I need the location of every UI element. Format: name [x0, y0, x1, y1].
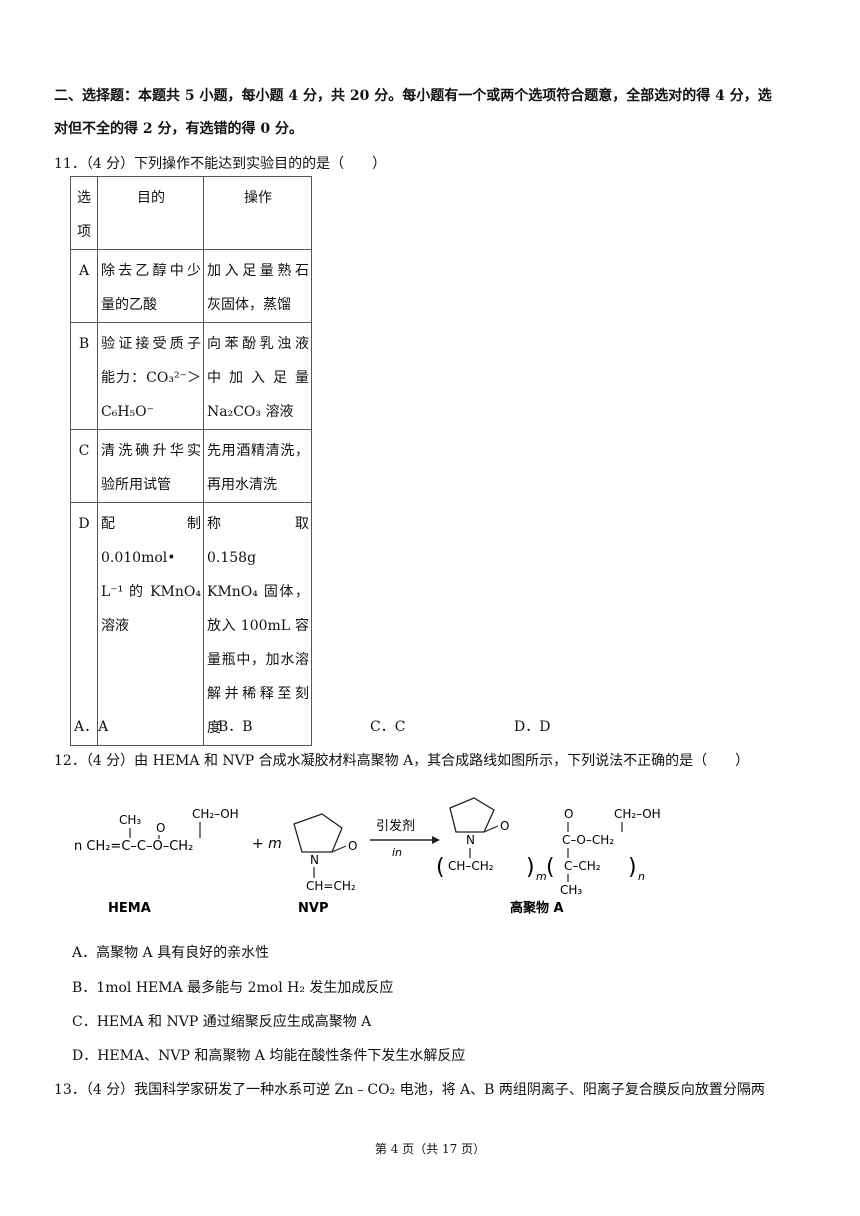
row-purpose: 配制 0.010mol• L⁻¹ 的 KMnO₄ 溶液: [97, 502, 204, 746]
table-row: C 清洗碘升华实 验所用试管 先用酒精清洗， 再用水清洗: [70, 429, 312, 503]
nvp-nitrogen: N: [310, 853, 319, 867]
hema-methyl: CH₃: [119, 813, 141, 827]
cell-line: 配制 0.010mol•: [101, 516, 201, 566]
cell-line: 量的乙酸: [101, 297, 157, 313]
row-label: B: [70, 322, 98, 430]
cell-line: 灰固体，蒸馏: [207, 297, 291, 313]
row-label: C: [70, 429, 98, 503]
polymer-methyl: CH₃: [560, 883, 582, 897]
header-option-line2: 项: [77, 224, 91, 240]
q13-stem: 13．（4 分）我国科学家研发了一种水系可逆 Zn﹣CO₂ 电池，将 A、B 两…: [54, 1082, 765, 1098]
nvp-vinyl: CH=CH₂: [306, 879, 356, 893]
row-operation: 加入足量熟石 灰固体，蒸馏: [203, 249, 312, 323]
row-operation: 先用酒精清洗， 再用水清洗: [203, 429, 312, 503]
header-option: 选 项: [70, 176, 98, 250]
row-purpose: 除去乙醇中少 量的乙酸: [97, 249, 204, 323]
arrow-condition: in: [392, 846, 402, 859]
row-operation: 向苯酚乳浊液 中加入足量 Na₂CO₃ 溶液: [203, 322, 312, 430]
polymer-bracket: ): [526, 855, 535, 880]
polymer-ester: C–O–CH₂: [562, 833, 614, 847]
reaction-scheme: n CH₂=C–C–O–CH₂ CH₃ O CH₂–OH HEMA + m N …: [74, 797, 661, 916]
row-label: A: [70, 249, 98, 323]
cell-line: L⁻¹ 的 KMnO₄: [101, 584, 201, 600]
cell-line: 验证接受质子: [101, 336, 201, 352]
hema-carbonyl-o: O: [156, 821, 165, 835]
cell-line: 先用酒精清洗，: [207, 443, 309, 459]
hema-hydroxyethyl: CH₂–OH: [192, 807, 239, 821]
q12-stem: 12．（4 分）由 HEMA 和 NVP 合成水凝胶材料高聚物 A，其合成路线如…: [54, 753, 750, 769]
plus-m: + m: [252, 836, 282, 852]
section-title-line2: 对但不全的得 2 分，有选错的得 0 分。: [54, 121, 303, 137]
polymer-hydroxyethyl: CH₂–OH: [614, 807, 661, 821]
table-row: A 除去乙醇中少 量的乙酸 加入足量熟石 灰固体，蒸馏: [70, 249, 312, 323]
table-row: D 配制 0.010mol• L⁻¹ 的 KMnO₄ 溶液 称 取 0.158g…: [70, 502, 323, 746]
cell-line: 中加入足量: [207, 370, 309, 386]
q11-stem: 11．（4 分）下列操作不能达到实验目的的是（ ）: [54, 156, 387, 172]
cell-line: Na₂CO₃ 溶液: [207, 404, 294, 420]
row-purpose: 清洗碘升华实 验所用试管: [97, 429, 204, 503]
page-footer: 第 4 页（共 17 页）: [374, 1142, 486, 1156]
nvp-oxygen: O: [348, 839, 357, 853]
cell-line: 溶液: [101, 618, 129, 634]
nvp-ring: [293, 813, 343, 853]
arrow-catalyst: 引发剂: [376, 818, 415, 834]
polymer-bracket: (: [436, 855, 445, 880]
polymer-ring: [449, 797, 495, 833]
row-purpose: 验证接受质子 能力：CO₃²⁻＞ C₆H₅O⁻: [97, 322, 204, 430]
cell-line: 称 取 0.158g: [207, 516, 323, 566]
polymer-nitrogen: N: [466, 833, 475, 847]
table-header-row: 选 项 目的 操作: [70, 176, 312, 250]
polymer-bracket: ): [628, 855, 637, 880]
cell-line: 再用水清洗: [207, 477, 277, 493]
hema-label: HEMA: [108, 901, 151, 916]
polymer-bracket: (: [546, 855, 555, 880]
cell-line: 量瓶中，加水溶: [207, 652, 309, 668]
polymer-chain2: C–CH₂: [564, 859, 601, 873]
answer-c: C．C: [370, 719, 406, 735]
arrow-head: [432, 836, 440, 844]
cell-line: 放入 100mL 容: [207, 618, 309, 634]
polymer-bond: [483, 825, 499, 833]
answer-b: B．B: [218, 719, 253, 735]
nvp-label: NVP: [298, 901, 328, 916]
cell-line: 向苯酚乳浊液: [207, 336, 309, 352]
row-operation: 称 取 0.158g KMnO₄ 固体， 放入 100mL 容 量瓶中，加水溶 …: [203, 502, 323, 746]
cell-line: C₆H₅O⁻: [101, 404, 155, 420]
answer-d: D．D: [514, 719, 551, 735]
q12-option-b: B．1mol HEMA 最多能与 2mol H₂ 发生加成反应: [72, 980, 394, 996]
section-title-line1: 二、选择题：本题共 5 小题，每小题 4 分，共 20 分。每小题有一个或两个选…: [54, 88, 772, 104]
cell-line: 度: [207, 720, 221, 736]
cell-line: 验所用试管: [101, 477, 171, 493]
q12-option-d: D．HEMA、NVP 和高聚物 A 均能在酸性条件下发生水解反应: [72, 1048, 466, 1064]
cell-line: 能力：CO₃²⁻＞: [101, 370, 201, 386]
cell-line: 除去乙醇中少: [101, 263, 201, 279]
q11-options-table: 选 项 目的 操作 A 除去乙醇中少 量的乙酸 加入足量熟石 灰固体，蒸馏 B …: [70, 176, 323, 746]
polymer-n: n: [638, 870, 645, 883]
q12-option-a: A．高聚物 A 具有良好的亲水性: [72, 945, 270, 961]
header-operation: 操作: [203, 176, 312, 250]
hema-formula: n CH₂=C–C–O–CH₂: [74, 839, 193, 854]
q12-option-c: C．HEMA 和 NVP 通过缩聚反应生成高聚物 A: [72, 1014, 372, 1030]
cell-line: KMnO₄ 固体，: [207, 584, 309, 600]
nvp-bond: [331, 845, 347, 853]
polymer-carbonyl-o: O: [564, 807, 573, 821]
header-purpose: 目的: [97, 176, 204, 250]
polymer-label: 高聚物 A: [510, 900, 564, 916]
cell-line: 解并稀释至刻: [207, 686, 309, 702]
polymer-ring-o: O: [500, 819, 509, 833]
table-row: B 验证接受质子 能力：CO₃²⁻＞ C₆H₅O⁻ 向苯酚乳浊液 中加入足量 N…: [70, 322, 312, 430]
cell-line: 加入足量熟石: [207, 263, 309, 279]
header-option-line1: 选: [77, 190, 91, 206]
row-label: D: [70, 502, 98, 746]
cell-line: 清洗碘升华实: [101, 443, 201, 459]
polymer-m: m: [536, 870, 547, 883]
answer-a: A．A: [74, 719, 109, 735]
polymer-chain1: CH–CH₂: [448, 859, 494, 873]
